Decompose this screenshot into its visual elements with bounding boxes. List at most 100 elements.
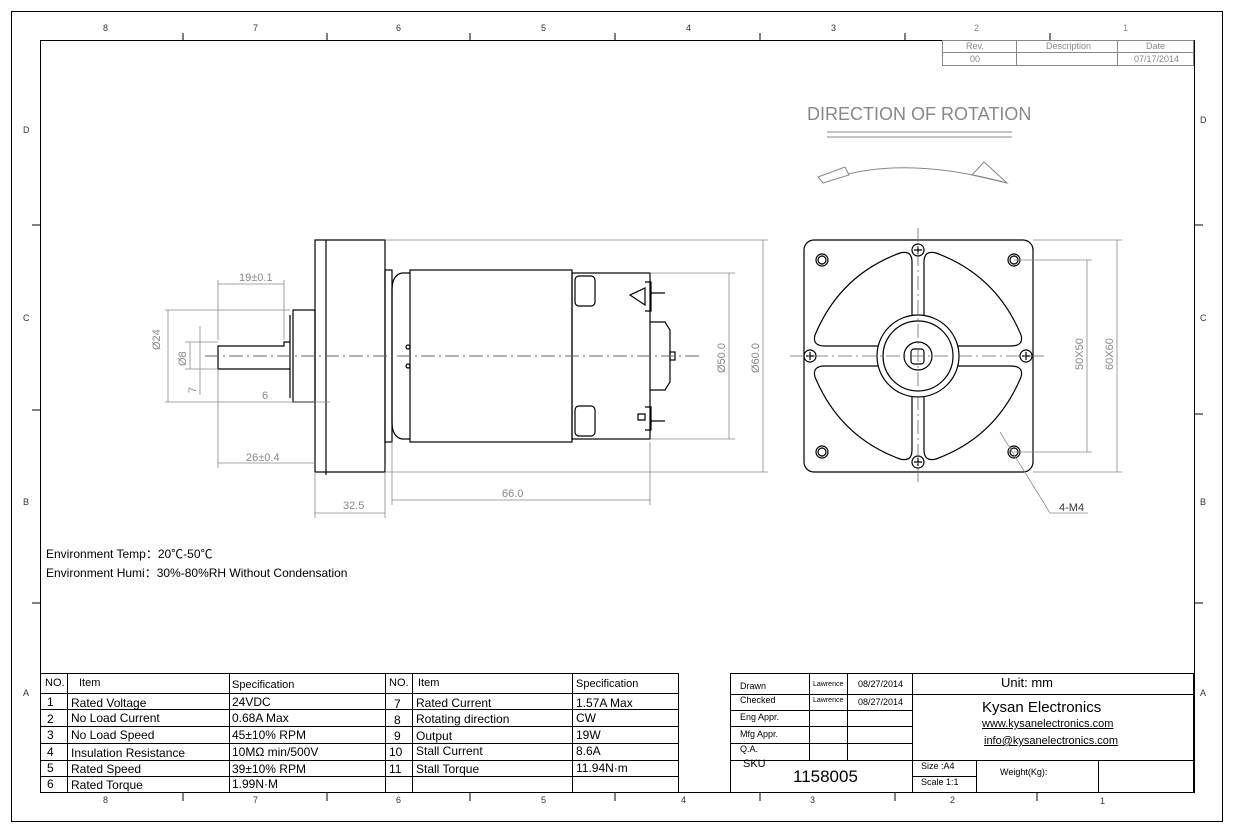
zone-label: 6 (396, 795, 402, 805)
spec-item: No Load Speed (71, 728, 155, 742)
spec-value: 1.57A Max (576, 696, 633, 710)
sku-value: 1158005 (793, 767, 858, 786)
dim-label: 32.5 (343, 500, 365, 512)
zone-label: A (1200, 688, 1207, 698)
company-email-link[interactable]: info@kysanelectronics.com (984, 735, 1119, 747)
eng-appr-label: Eng Appr. (740, 712, 780, 722)
spec-no: 8 (394, 713, 401, 727)
zone-label: 7 (253, 23, 259, 33)
rev-value: 00 (970, 54, 981, 64)
spec-no: 4 (47, 745, 54, 759)
date-header: Date (1146, 41, 1166, 51)
zone-label: 3 (831, 23, 837, 33)
spec-value: 0.68A Max (232, 711, 289, 725)
spec-no: 5 (47, 761, 54, 775)
spec-value: 39±10% RPM (232, 762, 306, 776)
spec-item: Stall Torque (416, 762, 480, 776)
dim-label: 6 (262, 390, 269, 402)
scale-label: Scale 1:1 (921, 777, 959, 787)
mfg-appr-label: Mfg Appr. (740, 729, 779, 739)
spec-no: 2 (47, 712, 54, 726)
zone-label: A (23, 688, 30, 698)
spec-value: 11.94N·m (576, 761, 628, 775)
description-header: Description (1046, 41, 1092, 51)
date-value: 07/17/2014 (1134, 54, 1180, 64)
qa-label: Q.A. (740, 744, 759, 754)
zone-label: 1 (1100, 796, 1106, 806)
unit-label: Unit: mm (1001, 675, 1053, 690)
spec-no: 11 (389, 762, 402, 776)
drawn-name: Lawrence (813, 681, 844, 688)
spec-value: 24VDC (232, 695, 271, 709)
front-dimension-lines (999, 239, 1122, 514)
spec-item: Rotating direction (416, 712, 510, 726)
spec-header: Item (418, 677, 440, 689)
rotation-arrow (817, 131, 1012, 184)
spec-no: 6 (47, 777, 54, 791)
zone-label: 3 (810, 795, 816, 805)
spec-item: Insulation Resistance (71, 746, 186, 760)
dim-label: Ø60.0 (750, 343, 762, 373)
spec-no: 1 (47, 695, 54, 709)
rev-header: Rev. (966, 41, 984, 51)
spec-item: Output (416, 729, 453, 743)
spec-table-grid (40, 673, 679, 793)
spec-header: Specification (576, 678, 639, 690)
zone-label: 1 (1123, 23, 1129, 33)
spec-value: 45±10% RPM (232, 728, 306, 742)
front-centerlines (790, 228, 1048, 484)
zone-label: D (23, 125, 30, 135)
dim-label: 7 (187, 386, 199, 393)
dim-label: 26±0.4 (246, 452, 280, 464)
motor-side-view (217, 239, 676, 475)
dimension-lines (165, 239, 768, 518)
zone-label: 4 (681, 795, 687, 805)
sku-label: SKU (743, 758, 766, 770)
dim-label: 60X60 (1104, 338, 1116, 370)
company-website-link[interactable]: www.kysanelectronics.com (982, 718, 1114, 730)
zone-label: 7 (253, 795, 259, 805)
zone-label: 2 (950, 795, 956, 805)
spec-item: Stall Current (416, 744, 483, 758)
spec-value: 8.6A (576, 744, 601, 758)
spec-item: Rated Current (416, 696, 492, 710)
dim-label: Ø24 (151, 329, 163, 350)
spec-header: Specification (232, 679, 295, 691)
zone-label: B (1200, 497, 1207, 507)
spec-value: 1.99N·M (232, 777, 279, 791)
spec-item: No Load Current (71, 711, 160, 725)
dim-label: 66.0 (502, 488, 524, 500)
checked-date: 08/27/2014 (858, 697, 904, 707)
zone-label: 4 (686, 23, 692, 33)
dim-label: 50X50 (1074, 338, 1086, 370)
spec-header: NO. (45, 677, 65, 689)
spec-no: 7 (394, 697, 401, 711)
zone-ticks (32, 33, 1203, 801)
zone-label: 8 (103, 23, 109, 33)
revision-table (942, 40, 1194, 66)
environment-humi: Environment Humi：30%-80%RH Without Conde… (46, 566, 348, 580)
dim-label: Ø50.0 (716, 343, 728, 373)
spec-item: Rated Voltage (71, 696, 147, 710)
zone-label: D (1200, 115, 1207, 125)
zone-label: B (23, 497, 30, 507)
zone-label: 5 (541, 23, 547, 33)
zone-label: C (1200, 313, 1207, 323)
zone-label: 6 (396, 23, 402, 33)
size-label: Size :A4 (921, 761, 955, 771)
spec-item: Rated Speed (71, 762, 142, 776)
drawn-date: 08/27/2014 (858, 679, 904, 689)
zone-label: C (23, 313, 30, 323)
environment-temp: Environment Temp：20℃-50℃ (46, 547, 213, 561)
zone-label: 5 (541, 795, 547, 805)
rotation-title: DIRECTION OF ROTATION (807, 104, 1032, 124)
dim-label: Ø8 (177, 351, 189, 366)
title-block-grid (730, 673, 1194, 793)
spec-header: Item (79, 677, 101, 689)
dim-label: 19±0.1 (239, 272, 273, 284)
checked-label: Checked (740, 695, 776, 705)
company-name: Kysan Electronics (982, 699, 1102, 716)
checked-name: Lawrence (813, 697, 844, 704)
zone-label: 8 (103, 795, 109, 805)
